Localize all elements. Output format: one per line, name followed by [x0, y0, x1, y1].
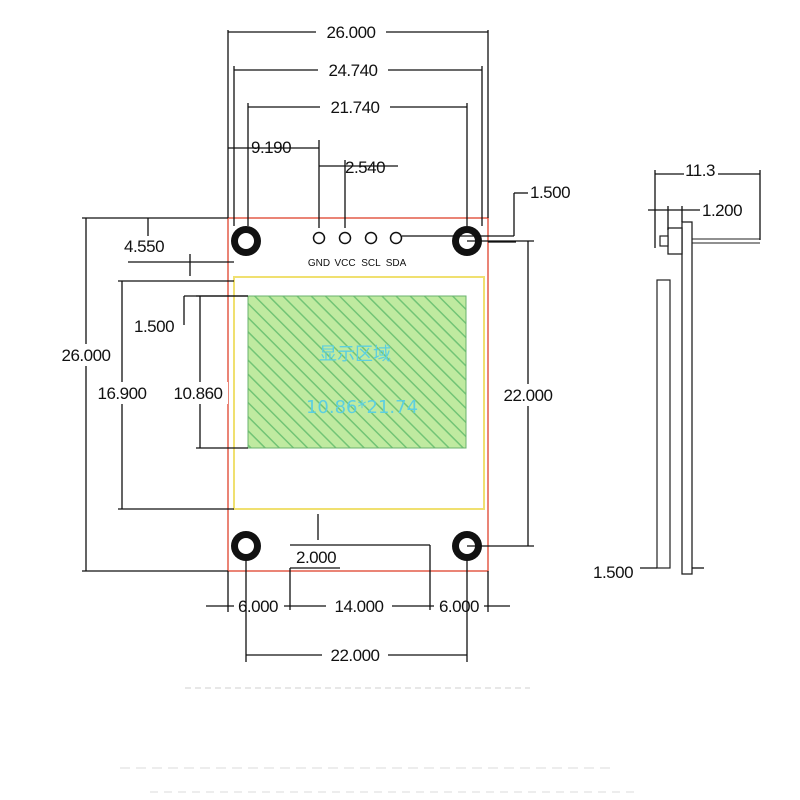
side-display-layer: [656, 279, 671, 569]
dim-pin-pitch: 2.540: [345, 158, 385, 177]
front-view: 显示区域 10.86*21.74 GND VCC SCL SDA: [55, 20, 571, 666]
pin-label-gnd: GND: [308, 258, 330, 269]
module-outline: [233, 276, 485, 510]
dim-hole-spacing-h: 22.000: [331, 646, 380, 665]
dim-edge-left: 6.000: [238, 597, 278, 616]
pin-label-vcc: VCC: [334, 258, 355, 269]
display-area-size: 10.86*21.74: [306, 397, 418, 418]
mounting-hole-bottom-left: [231, 531, 261, 561]
pin-hole-vcc: [338, 231, 352, 245]
pin-label-sda: SDA: [386, 258, 407, 269]
dim-side-board: 1.500: [593, 563, 633, 582]
dim-side-pin: 1.200: [702, 201, 742, 220]
side-pin-header: [667, 227, 683, 255]
dim-width-24: 24.740: [329, 61, 378, 80]
dim-hole-top: 4.550: [124, 237, 164, 256]
dim-bottom-gap: 2.000: [296, 548, 336, 567]
dim-display-height: 10.860: [174, 384, 223, 403]
side-view: 11.3 1.200 1.500: [593, 160, 761, 582]
dim-middle: 14.000: [335, 597, 384, 616]
dim-pin-hole: 1.500: [530, 183, 570, 202]
display-area-title: 显示区域: [319, 344, 391, 365]
dim-top-width: 26.000: [327, 23, 376, 42]
side-board: [681, 221, 693, 575]
pin-label-scl: SCL: [361, 258, 381, 269]
dim-height-26: 26.000: [62, 346, 111, 365]
dim-display-gap: 1.500: [134, 317, 174, 336]
pin-hole-sda: [389, 231, 403, 245]
mounting-hole-top-left: [231, 226, 261, 256]
dim-side-total: 11.3: [685, 161, 715, 180]
dim-pin-offset: 9.190: [251, 138, 291, 157]
dim-height-16: 16.900: [98, 384, 147, 403]
dim-width-21: 21.740: [331, 98, 380, 117]
scan-artifacts: [120, 687, 640, 793]
pin-hole-gnd: [312, 231, 326, 245]
display-area: [247, 295, 467, 449]
dim-edge-right: 6.000: [439, 597, 479, 616]
dim-hole-spacing-v: 22.000: [504, 386, 553, 405]
pin-hole-scl: [364, 231, 378, 245]
